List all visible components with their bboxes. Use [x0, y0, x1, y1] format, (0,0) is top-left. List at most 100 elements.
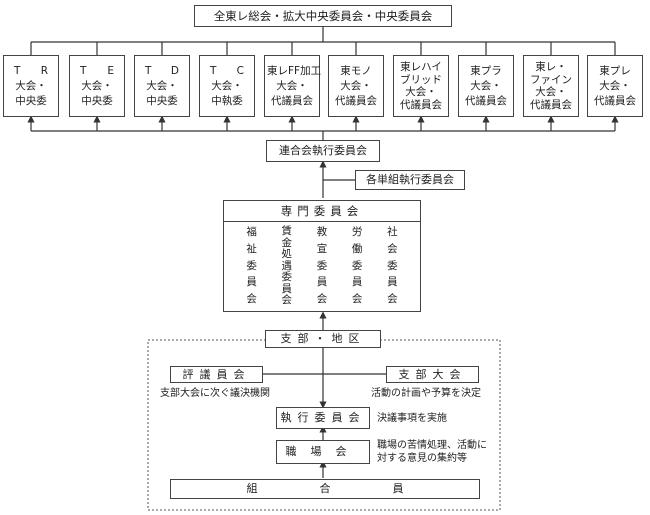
senmon-col-kyosen: 教 宣 委 員 会	[312, 226, 332, 306]
top-assembly-box: 全東レ総会・拡大中央委員会・中央委員会	[194, 5, 452, 27]
org-line: 代議員会	[271, 94, 313, 107]
kumiai-box: 組合員	[170, 479, 480, 499]
hyogi-label: 評議員会	[182, 367, 251, 381]
org-box-fine: 東レ・ ファイン 大会・ 代議員会	[523, 55, 579, 117]
org-line: T C	[210, 64, 244, 77]
shokuba-note: 職場の苦情処理、活動に 対する意見の集約等	[377, 439, 487, 465]
senmon-col-fukushi: 福 祉 委 員 会	[242, 226, 262, 306]
org-line: 代議員会	[465, 94, 507, 107]
org-line: 大会・	[276, 79, 308, 92]
org-line: 代議員会	[400, 98, 442, 111]
hyogi-note: 支部大会に次ぐ議決機関	[160, 388, 270, 399]
org-line: 大会・	[470, 79, 502, 92]
senmon-char: 働	[351, 242, 363, 255]
org-box-pre: 東プレ 大会・ 代議員会	[587, 55, 643, 117]
shikko-box: 執行委員会	[276, 407, 370, 429]
org-line: 中央委	[15, 94, 47, 107]
org-line: 大会・	[340, 79, 372, 92]
senmon-char: 委	[281, 271, 293, 283]
org-line: 大会・	[599, 79, 631, 92]
senmon-char: 員	[351, 276, 363, 289]
kaku-label: 各単組執行委員会	[366, 173, 454, 186]
org-line: 大会・	[535, 86, 567, 98]
org-line: 代議員会	[594, 94, 636, 107]
org-line: 中央委	[146, 94, 178, 107]
senmon-char: 社	[387, 226, 398, 238]
senmon-char: 福	[246, 226, 257, 238]
org-box-ff: 東レFF加工 大会・ 代議員会	[264, 55, 322, 117]
kumiai-label: 組合員	[246, 482, 466, 495]
senmon-char: 会	[351, 293, 363, 305]
org-box-mono: 東モノ 大会・ 代議員会	[328, 55, 384, 117]
shibu-label: 支部・地区	[280, 332, 366, 345]
senmon-char: 会	[246, 293, 257, 305]
shokuba-note-line: 職場の苦情処理、活動に	[377, 440, 487, 451]
org-line: ブリッド	[400, 73, 442, 86]
senmon-char: 宣	[316, 242, 328, 255]
senmon-char: 祉	[246, 242, 257, 255]
senmon-char: 会	[316, 293, 328, 305]
senmon-char: 賃	[281, 225, 293, 237]
org-line: 代議員会	[335, 94, 377, 107]
org-line: 東レ・	[535, 61, 567, 73]
shibutaikai-box: 支部大会	[386, 366, 479, 383]
org-box-tc: T C 大会・ 中執委	[199, 55, 255, 117]
org-line: 東プラ	[470, 64, 502, 77]
shibu-box: 支部・地区	[265, 330, 381, 348]
rengo-label: 連合会執行委員会	[279, 144, 367, 157]
org-line: 大会・	[15, 79, 47, 92]
senmon-char: 会	[281, 294, 293, 306]
senmon-char: 会	[387, 293, 398, 305]
org-box-hybrid: 東レハイ ブリッド 大会・ 代議員会	[393, 55, 449, 117]
senmon-char: 会	[387, 242, 398, 255]
shibutaikai-label: 支部大会	[398, 367, 467, 381]
senmon-col-rodo: 労 働 委 員 会	[347, 226, 367, 306]
senmon-char: 員	[246, 276, 257, 289]
shikko-label: 執行委員会	[280, 411, 366, 424]
org-line: T R	[14, 64, 48, 77]
shibutaikai-note: 活動の計画や予算を決定	[371, 388, 481, 399]
senmon-char: 員	[281, 282, 293, 295]
org-line: 東モノ	[340, 64, 372, 77]
senmon-col-shakai: 社 会 委 員 会	[382, 226, 402, 306]
senmon-char: 教	[316, 226, 328, 238]
hyogi-box: 評議員会	[170, 366, 263, 383]
org-line: 中執委	[211, 94, 243, 107]
senmon-char: 委	[246, 259, 257, 272]
org-box-td: T D 大会・ 中央委	[134, 55, 190, 117]
senmon-char: 員	[316, 276, 328, 289]
shokuba-box: 職場会	[276, 440, 370, 464]
org-line: 東プレ	[599, 64, 631, 77]
top-assembly-label: 全東レ総会・拡大中央委員会・中央委員会	[213, 9, 433, 23]
rengo-box: 連合会執行委員会	[266, 140, 380, 162]
senmon-char: 金	[281, 236, 293, 249]
shokuba-note-line: 対する意見の集約等	[377, 453, 467, 464]
kaku-box: 各単組執行委員会	[355, 170, 465, 190]
org-line: 大会・	[146, 79, 178, 92]
shokuba-label: 職場会	[285, 445, 361, 458]
senmon-char: 委	[351, 259, 363, 272]
senmon-char: 遇	[281, 259, 293, 272]
org-line: ファイン	[530, 73, 572, 86]
org-box-te: T E 大会・ 中央委	[69, 55, 125, 117]
org-line: 大会・	[81, 79, 113, 92]
shikko-note: 決議事項を実施	[377, 413, 447, 424]
senmon-col-chingin: 賃 金 処 遇 委 員 会	[277, 226, 297, 306]
org-line: 中央委	[81, 94, 113, 107]
senmon-char: 労	[351, 226, 363, 238]
org-box-pla: 東プラ 大会・ 代議員会	[458, 55, 514, 117]
senmon-box: 専門委員会 福 祉 委 員 会 賃 金 処 遇 委 員 会 教	[223, 200, 421, 312]
org-line: 東レハイ	[400, 61, 442, 73]
org-line: 東レFF加工	[267, 64, 322, 77]
senmon-char: 委	[316, 259, 328, 272]
senmon-title: 専門委員会	[224, 201, 420, 222]
senmon-char: 委	[387, 259, 398, 272]
org-box-tr: T R 大会・ 中央委	[3, 55, 59, 117]
org-line: 大会・	[211, 79, 243, 92]
senmon-char: 員	[387, 276, 398, 289]
org-line: 代議員会	[530, 98, 572, 111]
org-line: T D	[145, 64, 179, 77]
org-line: 大会・	[405, 86, 437, 98]
org-line: T E	[80, 64, 114, 77]
